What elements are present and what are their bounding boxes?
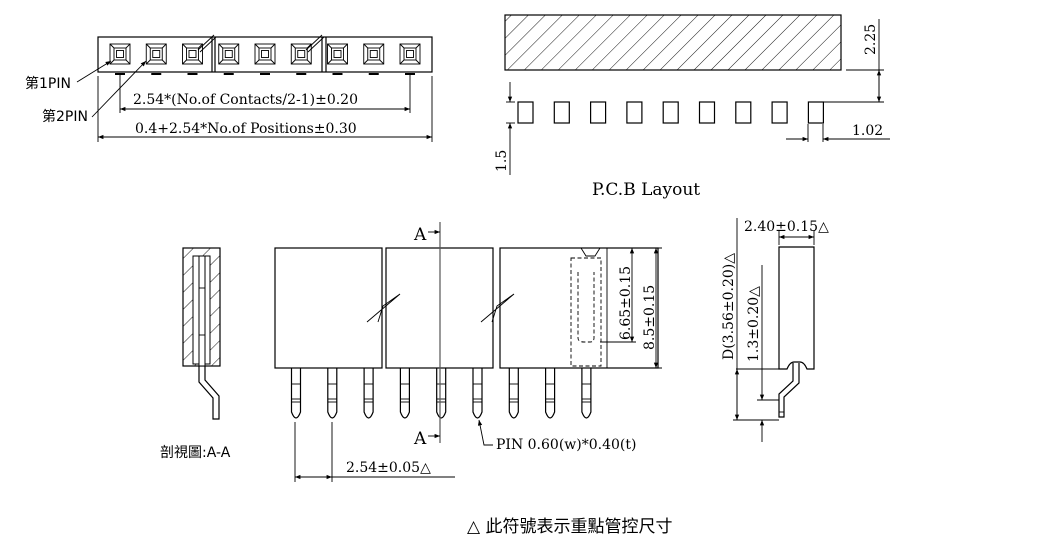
- top-contact: [109, 43, 131, 75]
- break-mark: [199, 36, 217, 53]
- pin: [399, 368, 410, 419]
- top-contact: [327, 43, 348, 75]
- side-view: 2.40±0.15△ D(3.56±0.20)△ 1.3±0.20△: [721, 218, 829, 442]
- break-symbol: [480, 293, 515, 323]
- break-mark: [307, 36, 325, 53]
- section-marker-top: A: [413, 225, 427, 245]
- socket-depth-dimension: 6.65±0.15: [618, 266, 634, 340]
- pcb-pad: [807, 101, 825, 124]
- top-view-contacts: [109, 43, 421, 75]
- pcb-pad: [553, 101, 570, 124]
- pin: [436, 368, 447, 419]
- pcb-pad: [517, 101, 534, 124]
- pin: [581, 368, 592, 419]
- top-contact: [218, 43, 240, 75]
- top-contact: [363, 43, 385, 75]
- body-gap-dimension: 2.25: [863, 24, 879, 55]
- break-symbol: [366, 293, 401, 323]
- housing-segment-1: [274, 247, 383, 369]
- pcb-pads: [517, 101, 825, 124]
- section-view: 剖視圖:A-A: [160, 247, 231, 461]
- pcb-pad: [626, 101, 643, 124]
- pcb-pad: [735, 101, 752, 124]
- pad-width-dimension: 1.02: [852, 123, 883, 139]
- pin2-leader: [91, 60, 147, 118]
- pin: [290, 368, 302, 419]
- section-marker-bottom: A: [413, 429, 427, 449]
- body-height-dimension: 8.5±0.15: [642, 285, 658, 350]
- pad-length-dimension: 1.5: [494, 150, 510, 172]
- section-contact: [198, 255, 206, 367]
- break-mark: [305, 34, 323, 51]
- pcb-pad: [662, 101, 679, 124]
- top-view-body: [97, 36, 433, 73]
- front-view: A A 6.65±0.15 8.5±0.15 PIN 0.60(w)*0.40(…: [274, 222, 662, 482]
- pin1-label: 第1PIN: [25, 75, 71, 92]
- pin1-leader: [76, 60, 112, 83]
- pcb-body-keepout: [504, 14, 842, 71]
- pin: [363, 368, 374, 419]
- top-contact: [254, 43, 276, 75]
- pitch-row-dimension: 2.54*(No.of Contacts/2-1)±0.20: [133, 92, 358, 108]
- pitch-dimension: 2.54±0.05△: [346, 460, 431, 476]
- pin2-label: 第2PIN: [42, 108, 88, 125]
- overall-length-dimension: 0.4+2.54*No.of Positions±0.30: [135, 121, 357, 137]
- pcb-layout-title: P.C.B Layout: [592, 180, 700, 200]
- side-housing: [778, 246, 815, 370]
- pin-spec: PIN 0.60(w)*0.40(t): [496, 437, 636, 453]
- bend-dimension: 1.3±0.20△: [746, 286, 762, 362]
- width-dimension: 2.40±0.15△: [744, 219, 829, 235]
- pcb-pad: [771, 101, 788, 124]
- housing-segment-3: [499, 247, 659, 369]
- offset-dimension: D(3.56±0.20)△: [721, 253, 737, 360]
- section-pin-bent: [198, 366, 220, 420]
- pin: [545, 368, 556, 419]
- contact-spring-hidden: [577, 272, 595, 343]
- break-mark: [197, 34, 215, 51]
- top-contact: [399, 43, 421, 75]
- pcb-pad: [698, 101, 716, 124]
- top-contact: [182, 43, 203, 75]
- top-contact: [290, 43, 312, 75]
- pcb-pad: [589, 101, 607, 124]
- top-view: 第1PIN 第2PIN 2.54*(No.of Contacts/2-1)±0.…: [25, 34, 433, 142]
- side-pin-bent: [778, 363, 800, 418]
- contact-hidden-outline: [570, 257, 602, 367]
- critical-dimension-note: △ 此符號表示重點管控尺寸: [467, 517, 672, 537]
- top-contact: [145, 43, 167, 75]
- pin-spec-leader: [477, 419, 493, 446]
- contact-entry: [580, 247, 601, 257]
- front-view-pins: [290, 368, 592, 419]
- pin: [472, 368, 483, 419]
- pcb-layout: 2.25 1.5 1.02 P.C.B Layout: [494, 14, 890, 200]
- pin: [327, 368, 338, 419]
- section-caption: 剖視圖:A-A: [160, 445, 231, 461]
- pin: [508, 368, 519, 419]
